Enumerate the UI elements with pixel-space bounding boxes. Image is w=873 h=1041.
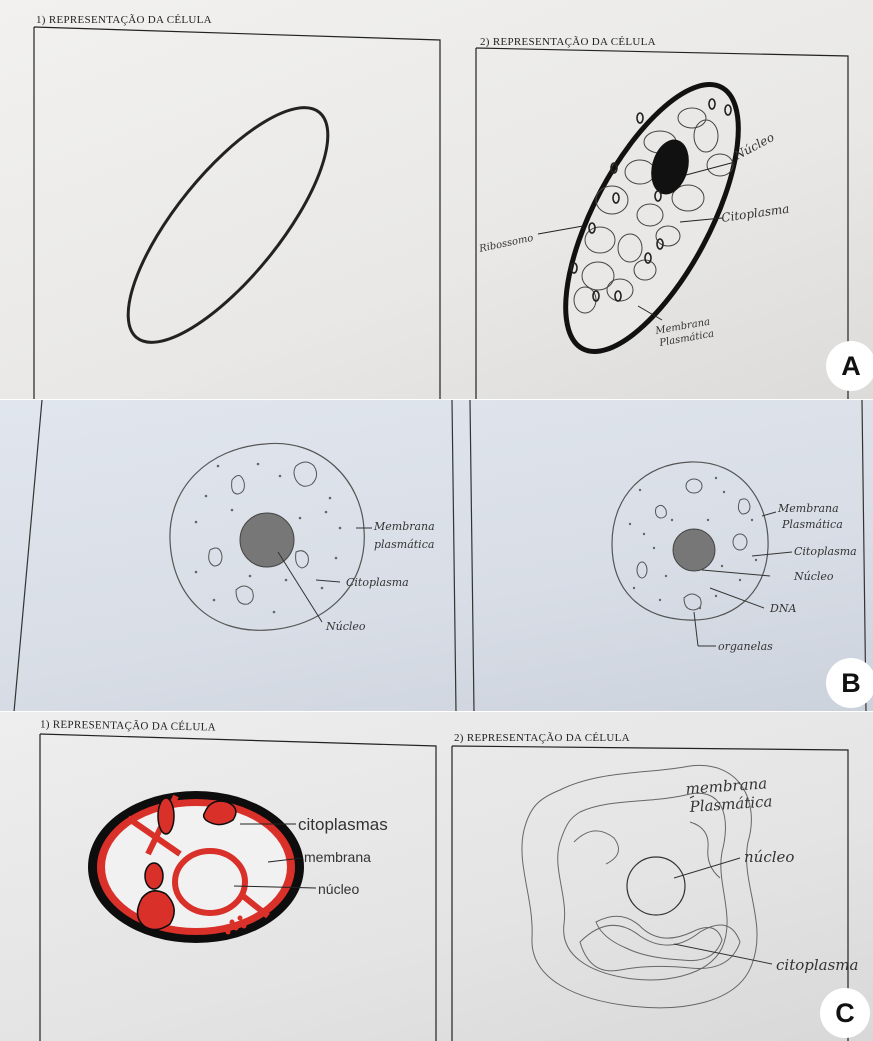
nucleus-b1 bbox=[240, 513, 294, 567]
b2-label-dna: DNA bbox=[769, 602, 796, 615]
c2-label-nucleo: núcleo bbox=[744, 848, 794, 866]
panel-c: 1) REPRESENTAÇÃO DA CÉLULA 2) REPRESENTA… bbox=[0, 712, 873, 1041]
panel-b-badge: B bbox=[826, 658, 873, 708]
nucleus-c2 bbox=[627, 857, 685, 915]
cytoplasm-squiggle-4 bbox=[690, 822, 720, 878]
b2-label-plasmatica: Plasmática bbox=[781, 518, 843, 531]
c1-label-membrana: membrana bbox=[304, 849, 371, 865]
b2-label-membrana: Membrana bbox=[777, 502, 839, 515]
panel-b: Membrana plasmática Citoplasma Núcleo bbox=[0, 400, 873, 712]
label-lines-b2 bbox=[694, 512, 792, 646]
label-ribossomo: Ribossomo bbox=[477, 233, 534, 255]
panel-a-drawing: Núcleo Citoplasma Ribossomo Membrana Pla… bbox=[0, 0, 873, 400]
left-animal-cell bbox=[170, 443, 372, 630]
panel-a-badge: A bbox=[826, 341, 873, 391]
label-citoplasma: Citoplasma bbox=[720, 202, 790, 225]
panel-b-drawing: Membrana plasmática Citoplasma Núcleo bbox=[0, 400, 873, 712]
oval-cell-outline bbox=[96, 80, 359, 371]
b2-label-citoplasma: Citoplasma bbox=[794, 545, 857, 558]
b1-label-citoplasma: Citoplasma bbox=[346, 576, 409, 589]
frame-b-mid-1 bbox=[452, 400, 456, 712]
nucleus-b2 bbox=[673, 529, 715, 571]
marker-cell bbox=[88, 791, 316, 943]
b1-label-nucleo: Núcleo bbox=[325, 620, 366, 633]
panel-c-drawing: citoplasmas membrana núcleo membrana Pla… bbox=[0, 712, 873, 1041]
nucleus-red bbox=[175, 851, 245, 913]
c1-label-citoplasmas: citoplasmas bbox=[298, 815, 388, 834]
cytoplasm-squiggle-3 bbox=[574, 831, 619, 864]
organelle-red-4 bbox=[137, 891, 174, 930]
frame-c-right bbox=[452, 746, 848, 1041]
b2-label-nucleo: Núcleo bbox=[793, 570, 834, 583]
cytoplasm-squiggle-1 bbox=[580, 925, 740, 971]
panel-c-badge: C bbox=[820, 988, 870, 1038]
panel-a: 1) REPRESENTAÇÃO DA CÉLULA 2) REPRESENTA… bbox=[0, 0, 873, 400]
inner-membrane bbox=[558, 793, 727, 980]
frame-b-left bbox=[14, 400, 42, 712]
organelle-red-1 bbox=[158, 798, 174, 834]
c2-label-citoplasma: citoplasma bbox=[776, 956, 858, 974]
frame-left bbox=[34, 27, 440, 400]
c1-label-nucleo: núcleo bbox=[318, 881, 359, 897]
right-animal-cell bbox=[612, 462, 792, 646]
cytoplasm-squiggle-2 bbox=[596, 916, 722, 960]
frame-b-mid-2 bbox=[470, 400, 474, 712]
b1-label-plasmatica: plasmática bbox=[374, 538, 434, 551]
b2-label-organelas: organelas bbox=[718, 640, 773, 653]
b1-label-membrana: Membrana bbox=[373, 520, 435, 533]
organelle-red-3 bbox=[145, 863, 163, 889]
